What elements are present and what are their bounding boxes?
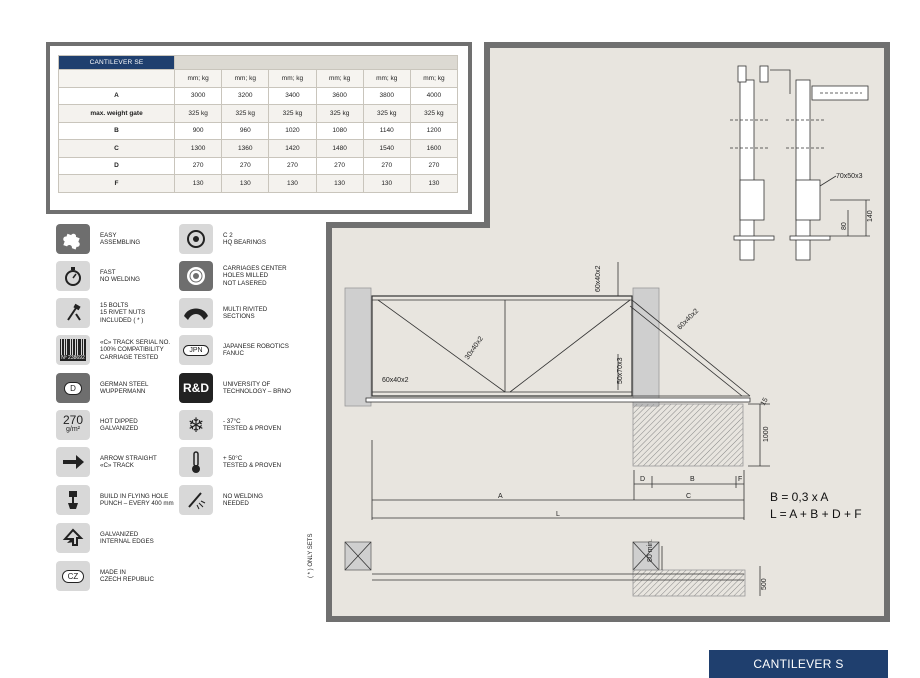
dim-140: 140 bbox=[867, 210, 874, 222]
rivet-icon bbox=[179, 298, 213, 328]
cz-badge-icon: CZ bbox=[56, 561, 90, 591]
feature-no-welding: NO WELDING NEEDED bbox=[179, 485, 343, 515]
rd-badge-icon: R&D bbox=[179, 373, 213, 403]
feature-arrow-straight: ARROW STRAIGHT «C» TRACK bbox=[56, 447, 220, 477]
feature-made-in-cz: CZ MADE IN CZECH REPUBLIC bbox=[56, 561, 220, 591]
unit-cell: mm; kg bbox=[362, 69, 411, 88]
feature-galvanized-edges: GALVANIZED INTERNAL EDGES bbox=[56, 523, 220, 553]
label-d: D bbox=[640, 476, 645, 483]
label-c: C bbox=[686, 493, 691, 500]
dim-profile-diag1: 30x40x2 bbox=[464, 335, 485, 361]
bolt-nut-icon bbox=[56, 298, 90, 328]
label-l: L bbox=[556, 511, 560, 518]
dim-1000: 1000 bbox=[763, 426, 770, 442]
feature-multi-rivited: MULTI RIVITED SECTIONS bbox=[179, 298, 343, 328]
spec-table: CANTILEVER SE mm; kg mm; kg mm; kg mm; k… bbox=[57, 55, 459, 193]
feature-bolts: 15 BOLTS 15 RIVET NUTS INCLUDED ( * ) bbox=[56, 298, 220, 328]
feature-university: R&D UNIVERSITY OF TECHNOLOGY – BRNO bbox=[179, 373, 343, 403]
product-banner: CANTILEVER S bbox=[709, 650, 888, 678]
dim-profile-diag2: 60x40x2 bbox=[676, 308, 700, 332]
arrow-right-icon bbox=[56, 447, 90, 477]
feature-easy-assembling: EASY ASSEMBLING bbox=[56, 224, 220, 254]
feature-track-serial: Nº 238692 «C» TRACK SERIAL NO. 100% COMP… bbox=[56, 335, 220, 365]
feature-fast-no-welding: FAST NO WELDING bbox=[56, 261, 220, 291]
dim-profile-track: 50x70x3 bbox=[617, 357, 624, 384]
dim-80-min: 80 min. bbox=[647, 539, 654, 562]
feature-bearings: C 2 HQ BEARINGS bbox=[179, 224, 343, 254]
dim-80: 80 bbox=[841, 222, 848, 230]
no-welding-icon bbox=[179, 485, 213, 515]
feature-heat-tested: + 50°C TESTED & PROVEN bbox=[179, 447, 343, 477]
d-badge-icon: D bbox=[56, 373, 90, 403]
formula-l: L = A + B + D + F bbox=[770, 507, 862, 521]
unit-cell: mm; kg bbox=[174, 69, 223, 88]
galvanized-icon: 270 g/m² bbox=[56, 410, 90, 440]
jpn-badge-icon: JPN bbox=[179, 335, 213, 365]
punch-icon bbox=[56, 485, 90, 515]
label-f: F bbox=[738, 476, 742, 483]
unit-cell: mm; kg bbox=[315, 69, 364, 88]
feature-hole-punch: BUILD IN FLYING HOLE PUNCH – EVERY 400 m… bbox=[56, 485, 220, 515]
bearing-icon bbox=[179, 224, 213, 254]
dim-500: 500 bbox=[761, 578, 768, 590]
disc-icon bbox=[179, 261, 213, 291]
dim-profile-side: 70x50x3 bbox=[836, 173, 863, 180]
formula-b: B = 0,3 x A bbox=[770, 490, 828, 504]
dim-profile-top: 60x40x2 bbox=[595, 265, 602, 292]
feature-japanese-robotics: JPN JAPANESE ROBOTICS FANUC bbox=[179, 335, 343, 365]
label-a: A bbox=[498, 493, 503, 500]
stopwatch-icon bbox=[56, 261, 90, 291]
dim-15: 15 bbox=[760, 397, 770, 407]
puzzle-icon bbox=[56, 224, 90, 254]
table-title: CANTILEVER SE bbox=[57, 55, 176, 70]
edge-arrow-icon bbox=[56, 523, 90, 553]
label-b: B bbox=[690, 476, 695, 483]
barcode-icon: Nº 238692 bbox=[56, 335, 90, 365]
thermometer-icon bbox=[179, 447, 213, 477]
unit-cell: mm; kg bbox=[221, 69, 270, 88]
feature-german-steel: D GERMAN STEEL WUPPERMANN bbox=[56, 373, 220, 403]
drawing-panel bbox=[490, 48, 884, 616]
feature-hot-dipped: 270 g/m² HOT DIPPED GALVANIZED bbox=[56, 410, 220, 440]
dim-profile-bottom-left: 60x40x2 bbox=[382, 377, 409, 384]
feature-milled-holes: CARRIAGES CENTER HOLES MILLED NOT LASERE… bbox=[179, 261, 343, 291]
snowflake-icon: ❄ bbox=[179, 410, 213, 440]
feature-cold-tested: ❄ - 37°C TESTED & PROVEN bbox=[179, 410, 343, 440]
